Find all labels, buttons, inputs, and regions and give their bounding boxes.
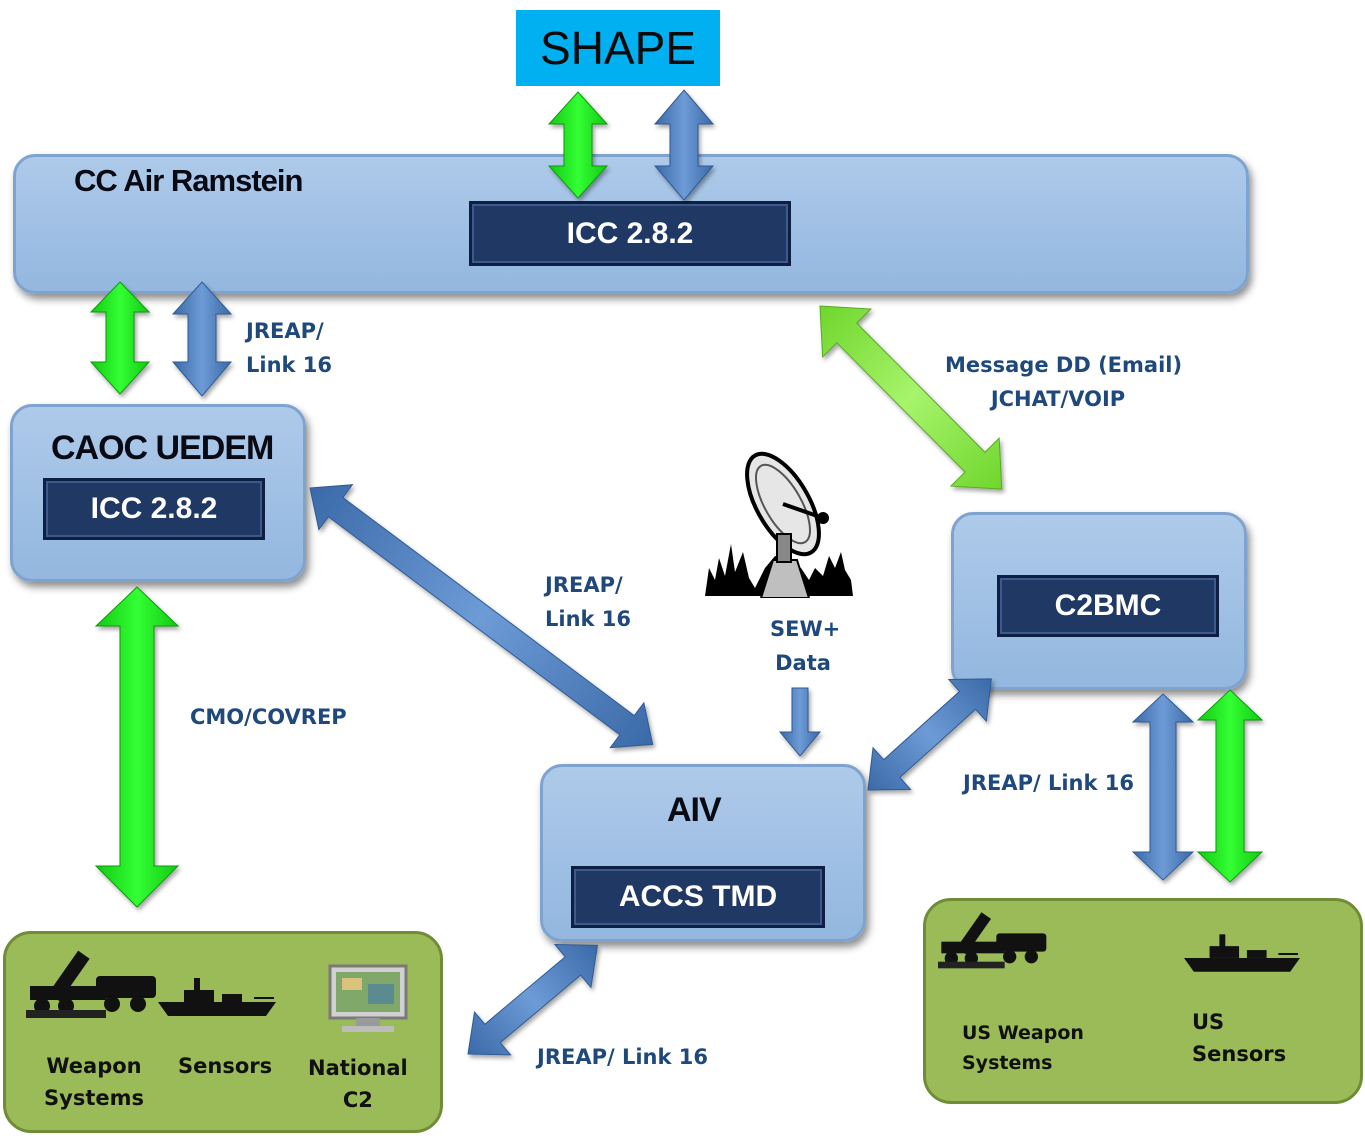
label-line: SEW+ xyxy=(770,617,841,641)
cc-air-node: CC Air Ramstein xyxy=(13,154,1249,294)
shape-node: SHAPE xyxy=(516,10,720,86)
label-weapon-systems: Weapon Systems xyxy=(44,1050,144,1114)
label-us-sensors: US Sensors xyxy=(1192,1006,1286,1070)
arrow-caoc-ground xyxy=(94,586,180,908)
label-cc-c2bmc: Message DD (Email) JCHAT/VOIP xyxy=(945,348,1183,416)
label-line: National xyxy=(308,1056,408,1080)
label-sensors: Sensors xyxy=(178,1054,273,1078)
label-line: Link 16 xyxy=(545,607,632,631)
computer-icon xyxy=(328,964,408,1032)
label-line: JREAP/ xyxy=(246,319,324,343)
label-aiv-c2bmc: JREAP/ Link 16 xyxy=(963,771,1134,795)
aiv-system: ACCS TMD xyxy=(571,866,825,928)
radar-dish-icon xyxy=(705,451,853,598)
label-us-weapon-systems: US Weapon Systems xyxy=(962,1018,1084,1078)
label-line: Sensors xyxy=(1192,1042,1287,1066)
label-line: JCHAT/VOIP xyxy=(990,387,1126,411)
arrow-sew-aiv xyxy=(778,687,822,757)
arrow-c2bmc-ground-green xyxy=(1196,689,1264,883)
aiv-title: AIV xyxy=(667,791,722,829)
caoc-system: ICC 2.8.2 xyxy=(43,478,265,540)
label-line: US xyxy=(1192,1010,1225,1034)
label-line: Systems xyxy=(962,1052,1053,1074)
c2bmc-system: C2BMC xyxy=(997,575,1219,637)
arrow-cc-caoc-green xyxy=(89,281,151,395)
label-caoc-ground: CMO/COVREP xyxy=(190,705,347,729)
cc-air-title: CC Air Ramstein xyxy=(74,163,303,198)
ground-right xyxy=(923,898,1363,1104)
cc-air-system: ICC 2.8.2 xyxy=(469,201,791,266)
caoc-title: CAOC UEDEM xyxy=(51,429,274,467)
label-line: Systems xyxy=(44,1086,144,1110)
label-cc-caoc: JREAP/ Link 16 xyxy=(246,314,332,382)
launcher-icon xyxy=(938,912,1047,969)
label-line: Data xyxy=(775,651,831,675)
arrow-cc-caoc-blue xyxy=(171,281,233,397)
shape-label: SHAPE xyxy=(540,22,696,74)
arrow-c2bmc-ground-blue xyxy=(1131,693,1195,881)
label-line: Link 16 xyxy=(246,353,333,377)
label-line: Weapon xyxy=(46,1054,142,1078)
label-line: JREAP/ xyxy=(545,573,623,597)
label-sew: SEW+ Data xyxy=(770,612,841,680)
ship-icon xyxy=(1184,934,1300,972)
label-national-c2: National C2 xyxy=(308,1052,408,1116)
label-line: C2 xyxy=(342,1088,373,1112)
label-caoc-aiv: JREAP/ Link 16 xyxy=(545,568,631,636)
ship-icon xyxy=(158,978,276,1016)
launcher-icon xyxy=(26,950,156,1018)
label-line: Message DD (Email) xyxy=(945,353,1183,377)
label-aiv-ground: JREAP/ Link 16 xyxy=(537,1045,708,1069)
label-line: US Weapon xyxy=(962,1022,1084,1044)
